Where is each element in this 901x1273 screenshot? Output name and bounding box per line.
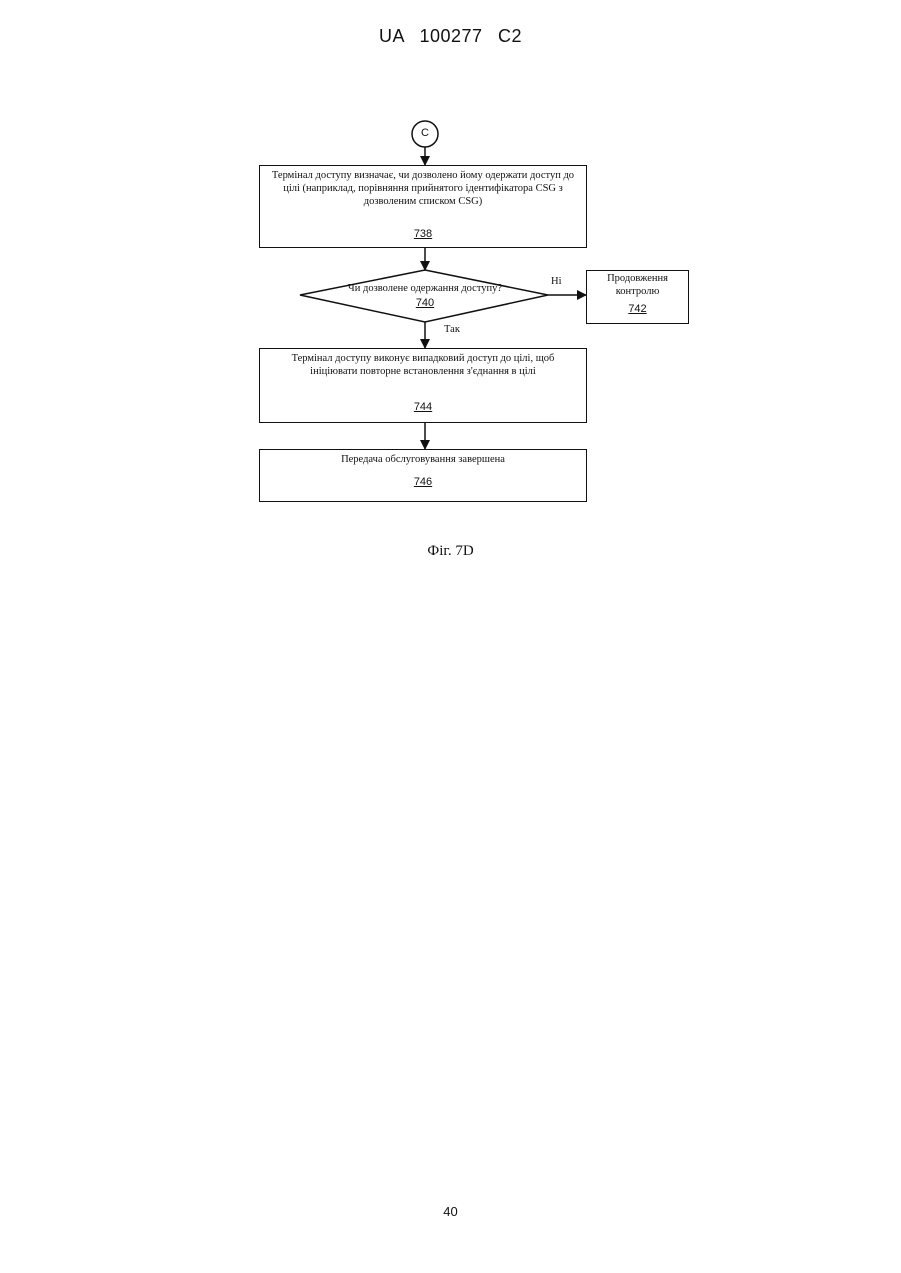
process-ref-738: 738: [260, 228, 586, 241]
decision-text-740: Чи дозволене одержання доступу?: [330, 282, 520, 295]
process-ref-746: 746: [260, 476, 586, 489]
process-box-744: Термінал доступу виконує випадковий дост…: [259, 348, 587, 423]
process-ref-744: 744: [260, 401, 586, 414]
branch-label-yes: Так: [444, 324, 460, 335]
figure-caption: Фіг. 7D: [0, 543, 901, 560]
connector-label: C: [410, 127, 440, 139]
branch-label-no: Ні: [551, 276, 562, 287]
decision-ref-740: 740: [395, 297, 455, 309]
process-box-742: Продовження контролю 742: [586, 270, 689, 324]
process-text-738: Термінал доступу визначає, чи дозволено …: [260, 166, 586, 208]
process-box-738: Термінал доступу визначає, чи дозволено …: [259, 165, 587, 248]
process-text-746: Передача обслуговування завершена: [260, 450, 586, 466]
decision-diamond: [300, 270, 548, 322]
process-text-742: Продовження контролю: [587, 271, 688, 298]
process-box-746: Передача обслуговування завершена 746: [259, 449, 587, 502]
page-number: 40: [0, 1204, 901, 1219]
process-text-744: Термінал доступу виконує випадковий дост…: [260, 349, 586, 378]
process-ref-742: 742: [587, 303, 688, 316]
